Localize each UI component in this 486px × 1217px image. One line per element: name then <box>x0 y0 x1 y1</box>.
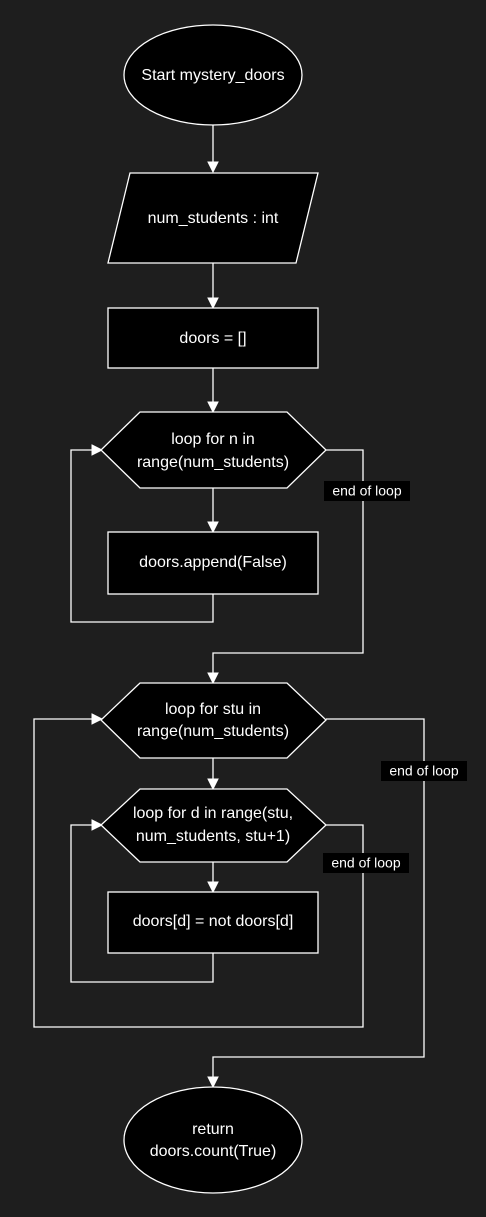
arrowhead <box>91 819 104 831</box>
append-node: doors.append(False) <box>107 531 319 595</box>
svg-text:end of loop: end of loop <box>332 483 401 499</box>
start-node: Start mystery_doors <box>123 24 303 126</box>
arrowhead <box>207 401 219 414</box>
edge-loop-n-exit <box>212 449 364 675</box>
edge-label-end-loop-n: end of loop <box>324 481 410 501</box>
edge-label-end-loop-stu: end of loop <box>381 761 467 781</box>
arrowhead <box>91 713 104 725</box>
return-node: return doors.count(True) <box>123 1086 303 1194</box>
svg-text:num_students, stu+1): num_students, stu+1) <box>136 828 290 845</box>
svg-text:loop for d in range(stu,: loop for d in range(stu, <box>133 805 293 822</box>
arrowhead <box>207 521 219 534</box>
arrowhead <box>207 1076 219 1089</box>
svg-text:return: return <box>192 1121 234 1138</box>
arrowhead <box>207 161 219 174</box>
toggle-node: doors[d] = not doors[d] <box>107 891 319 954</box>
svg-text:doors = []: doors = [] <box>179 330 246 347</box>
edge-toggle-back-to-loop-d <box>70 824 214 983</box>
arrowhead <box>91 444 104 456</box>
svg-text:range(num_students): range(num_students) <box>137 454 289 471</box>
edge-label-end-loop-d: end of loop <box>323 853 409 873</box>
svg-text:doors[d] = not doors[d]: doors[d] = not doors[d] <box>133 913 294 930</box>
arrowhead <box>207 778 219 791</box>
edge-append-back-to-loop-n <box>70 449 214 623</box>
edge-loop-d-exit <box>33 718 364 1028</box>
svg-text:Start mystery_doors: Start mystery_doors <box>141 67 284 84</box>
svg-text:loop for n in: loop for n in <box>171 431 255 448</box>
svg-text:end of loop: end of loop <box>389 763 458 779</box>
loop-stu-node: loop for stu in range(num_students) <box>100 682 327 759</box>
svg-text:range(num_students): range(num_students) <box>137 723 289 740</box>
edge-loop-stu-exit <box>212 718 425 1079</box>
input-node: num_students : int <box>107 172 319 264</box>
arrowhead <box>207 881 219 894</box>
svg-text:num_students : int: num_students : int <box>148 210 279 227</box>
arrowhead <box>207 297 219 310</box>
loop-d-node: loop for d in range(stu, num_students, s… <box>100 788 327 863</box>
init-doors-node: doors = [] <box>107 307 319 369</box>
svg-text:doors.append(False): doors.append(False) <box>139 554 287 571</box>
arrowhead <box>207 672 219 685</box>
svg-text:loop for stu in: loop for stu in <box>165 701 261 718</box>
loop-n-node: loop for n in range(num_students) <box>100 411 327 489</box>
svg-text:doors.count(True): doors.count(True) <box>150 1143 277 1160</box>
svg-text:end of loop: end of loop <box>331 855 400 871</box>
